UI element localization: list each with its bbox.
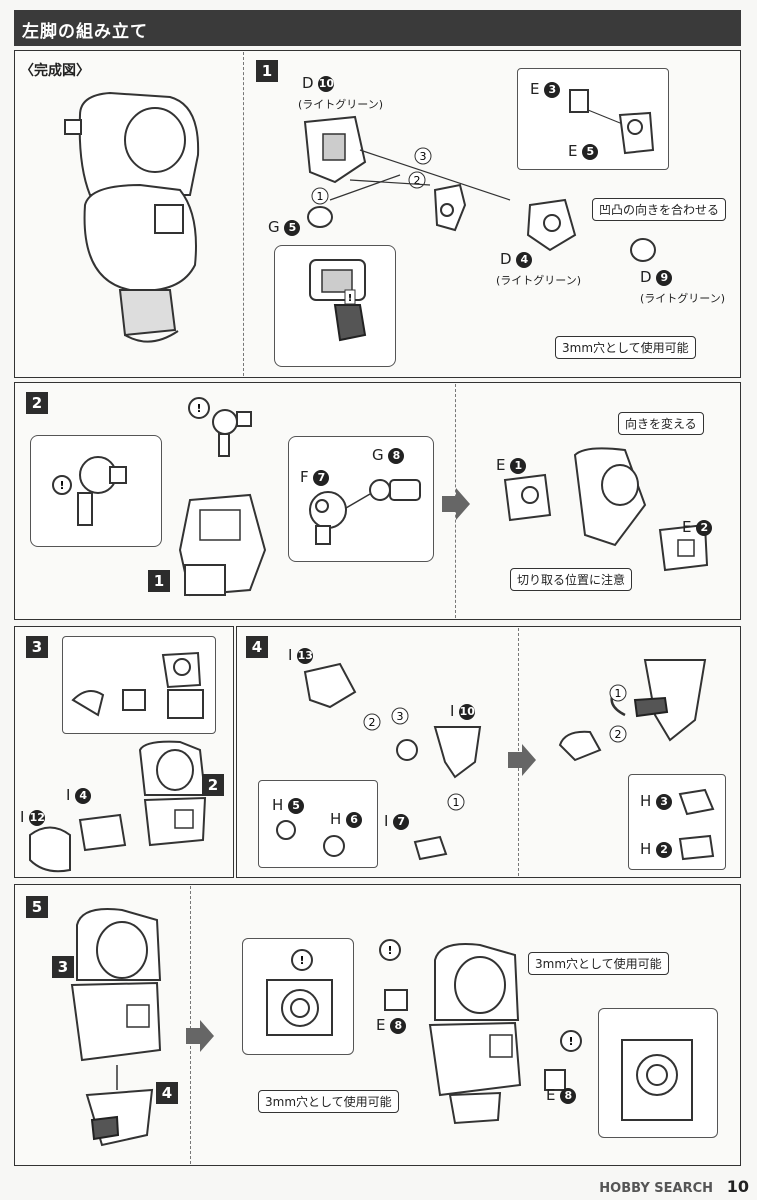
part-h-illustration (276, 820, 345, 857)
order-3-text: 3 (420, 150, 427, 163)
svg-text:2: 2 (615, 728, 622, 741)
svg-text:2: 2 (369, 716, 376, 729)
callout-align: 凹凸の向きを合わせる (592, 198, 727, 221)
assembly-order-1: 1 (311, 187, 329, 205)
panel-divider (190, 886, 191, 1164)
step4-small-joint (396, 739, 418, 761)
callout-cut-position: 切り取る位置に注意 (510, 568, 633, 591)
assembly-order-2-result: 2 (609, 725, 627, 743)
callout-direction: 向きを変える (618, 412, 704, 435)
step3-ref-2: 2 (202, 774, 224, 796)
part-joint-illustration (433, 183, 467, 232)
step2-assembly-illustration (503, 447, 709, 572)
step2-number: 2 (26, 392, 48, 414)
panel-divider (243, 52, 244, 376)
svg-text:!: ! (299, 954, 304, 967)
part-e3: E 3 (530, 80, 561, 98)
part-d10-color: (ライトグリーン) (298, 98, 384, 111)
step-arrow-right (508, 744, 536, 776)
order-1-text: 1 (317, 190, 324, 203)
part-h2: H 2 (640, 840, 673, 858)
ball-joint-detail: ! (52, 456, 127, 526)
assembly-arrows (329, 149, 511, 201)
part-i4: I 4 (66, 786, 92, 804)
step4-result-illustration (558, 659, 707, 762)
step1-number: 1 (256, 60, 278, 82)
svg-text:3: 3 (397, 710, 404, 723)
part-i7-illustration (413, 835, 448, 861)
step5-ref-4: 4 (156, 1082, 178, 1104)
callout-3mm-step1: 3mm穴として使用可能 (555, 336, 696, 359)
part-e5: E 5 (568, 142, 599, 160)
part-g5-illustration (307, 206, 333, 228)
step-arrow-right (442, 488, 470, 520)
page-title: 左脚の組み立て (22, 22, 148, 42)
part-fg-illustration (309, 479, 421, 545)
part-d9: D 9 (640, 268, 673, 286)
part-e2: E 2 (682, 518, 713, 536)
step5-ref-3: 3 (52, 956, 74, 978)
assembly-order-3: 3 (414, 147, 432, 165)
part-d10-illustration (303, 115, 367, 184)
step3-number: 3 (26, 636, 48, 658)
step-arrow-right (186, 1020, 214, 1052)
part-g5: G 5 (268, 218, 301, 236)
part-f7: F 7 (300, 468, 330, 486)
part-h6: H 6 (330, 810, 363, 828)
part-e-illustration (569, 89, 655, 155)
warning-icon: ! (560, 1030, 582, 1052)
assembly-order-1-result: 1 (609, 684, 627, 702)
svg-text:!: ! (348, 293, 353, 304)
part-e8-left: E 8 (376, 1016, 407, 1034)
step2-body-illustration (178, 493, 267, 597)
ball-joint-part: ! (188, 397, 252, 457)
step5-number: 5 (26, 896, 48, 918)
part-h23-illustration (678, 788, 715, 861)
completed-leg-illustration (64, 91, 200, 343)
part-g8: G 8 (372, 446, 405, 464)
part-i13: I 13 (288, 646, 314, 664)
svg-text:!: ! (196, 402, 201, 415)
svg-text:1: 1 (453, 796, 460, 809)
page-header: 左脚の組み立て (14, 10, 741, 46)
part-h5: H 5 (272, 796, 305, 814)
assembly-order-2-step4: 2 (363, 713, 381, 731)
part-i13-illustration (303, 662, 357, 709)
part-d4-color: (ライトグリーン) (496, 274, 582, 287)
step3-inset-illustration (71, 651, 204, 719)
callout-3mm-step5-bottom: 3mm穴として使用可能 (258, 1090, 399, 1113)
part-d4: D 4 (500, 250, 533, 268)
svg-text:!: ! (387, 944, 392, 957)
svg-text:1: 1 (615, 687, 622, 700)
step5-assembly-illustration: ! (379, 939, 566, 1125)
part-h3: H 3 (640, 792, 673, 810)
watermark: HOBBY SEARCH (599, 1181, 713, 1196)
part-i12: I 12 (20, 808, 46, 826)
part-d10: D 10 (302, 74, 335, 92)
assembly-order-3-step4: 3 (391, 707, 409, 725)
order-2-text: 2 (414, 174, 421, 187)
part-i10-illustration (433, 726, 482, 779)
completed-view-title: 〈完成図〉 (20, 63, 90, 79)
part-d4-illustration (526, 198, 577, 252)
step2-ref-1: 1 (148, 570, 170, 592)
page-number: 10 (726, 1177, 749, 1196)
part-i10: I 10 (450, 702, 476, 720)
step4-number: 4 (246, 636, 268, 658)
detail-inset-illustration: ! (309, 259, 367, 342)
callout-3mm-step5-top: 3mm穴として使用可能 (528, 952, 669, 975)
hole-detail-right (621, 1039, 693, 1121)
svg-text:!: ! (59, 479, 64, 492)
part-d9-illustration (630, 238, 656, 262)
step3-parts-illustration (29, 813, 127, 873)
part-e1: E 1 (496, 456, 527, 474)
hole-detail-left: ! (266, 949, 333, 1036)
assembly-order-1-step4: 1 (447, 793, 465, 811)
part-d9-color: (ライトグリーン) (640, 292, 726, 305)
svg-text:!: ! (568, 1035, 573, 1048)
part-e8-right: E 8 (546, 1086, 577, 1104)
step5-body-illustration (70, 908, 162, 1147)
part-i7: I 7 (384, 812, 410, 830)
